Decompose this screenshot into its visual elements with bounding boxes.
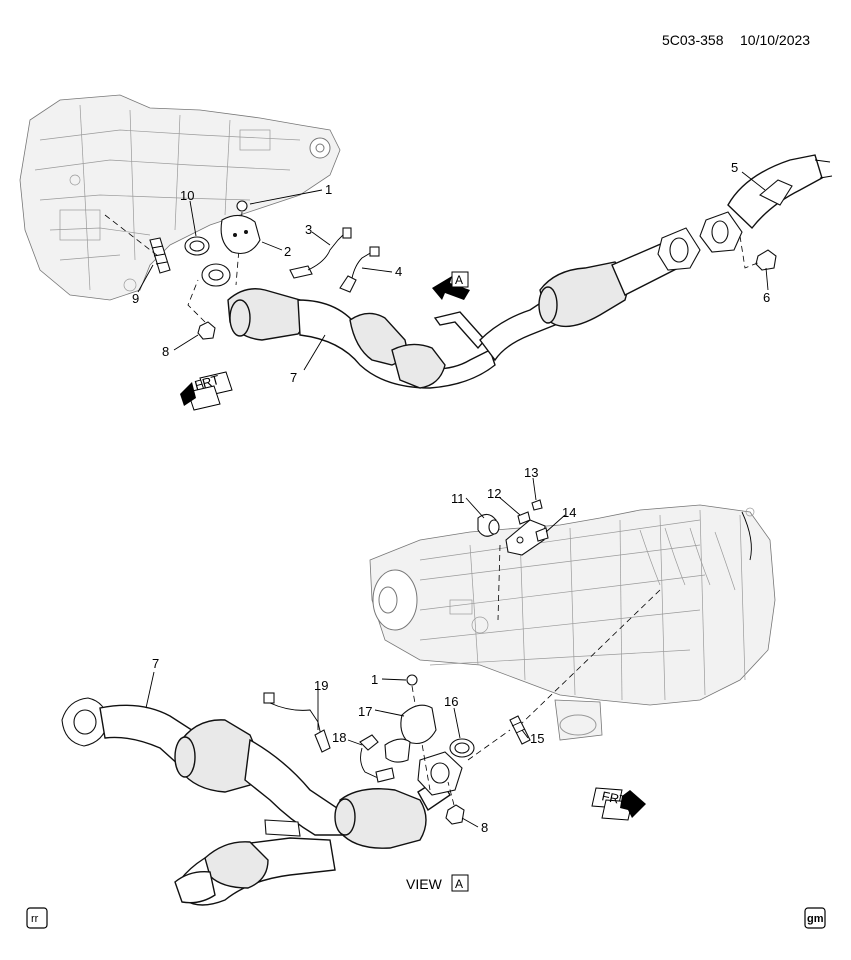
callout-top-5: 5 <box>731 160 738 175</box>
callout-bottom-8: 8 <box>481 820 488 835</box>
gm-logo-text: gm <box>807 913 824 925</box>
view-a-arrow: A <box>432 271 470 300</box>
fastener-set-bottom <box>263 674 531 825</box>
leaders-bottom <box>145 477 566 828</box>
diagram-date: 10/10/2023 <box>740 32 810 48</box>
callout-bottom-11: 11 <box>451 491 465 506</box>
diagram-id: 5C03-358 <box>662 32 724 48</box>
callout-bottom-17: 17 <box>358 704 372 719</box>
engine-transmission-bottom <box>369 504 776 741</box>
front-label-bottom: FRT <box>600 788 628 808</box>
front-label-top: FRT <box>193 372 221 393</box>
bracket-assembly <box>477 499 549 556</box>
fastener-set-top <box>104 200 380 340</box>
callout-bottom-15: 15 <box>530 731 544 746</box>
callout-top-2: 2 <box>284 244 291 259</box>
dash-stud-line <box>519 589 661 726</box>
callout-bottom-13: 13 <box>524 465 538 480</box>
view-a-arrow-tag: A <box>455 273 463 287</box>
callout-top-1: 1 <box>325 182 332 197</box>
callout-bottom-14: 14 <box>562 505 576 520</box>
callout-top-4: 4 <box>395 264 402 279</box>
engine-transmission-top <box>19 94 341 301</box>
callout-bottom-1: 1 <box>371 672 378 687</box>
front-arrow-bottom: FRT <box>591 787 646 821</box>
callout-bottom-12: 12 <box>487 486 501 501</box>
gm-logo-icon: gm <box>804 907 826 929</box>
callout-bottom-16: 16 <box>444 694 458 709</box>
callout-bottom-19: 19 <box>314 678 328 693</box>
callout-top-7: 7 <box>290 370 297 385</box>
view-tag: A <box>455 877 463 891</box>
exhaust-pipe-bottom <box>61 697 463 906</box>
left-badge-text: rr <box>31 913 39 925</box>
footer-left-badge: rr <box>26 907 48 929</box>
callout-top-8: 8 <box>162 344 169 359</box>
callout-top-9: 9 <box>132 291 139 306</box>
callout-bottom-18: 18 <box>332 730 346 745</box>
callout-top-10: 10 <box>180 188 194 203</box>
exhaust-pipe-top <box>201 154 833 389</box>
front-arrow-top: FRT <box>180 371 233 411</box>
leaders-top <box>137 171 769 371</box>
dash-bracket-line <box>497 544 501 621</box>
dash-gasket-line <box>467 729 511 761</box>
view-a-label: VIEW A <box>406 874 469 892</box>
callout-top-3: 3 <box>305 222 312 237</box>
view-word: VIEW <box>406 876 443 892</box>
callout-bottom-7: 7 <box>152 656 159 671</box>
callout-top-6: 6 <box>763 290 770 305</box>
